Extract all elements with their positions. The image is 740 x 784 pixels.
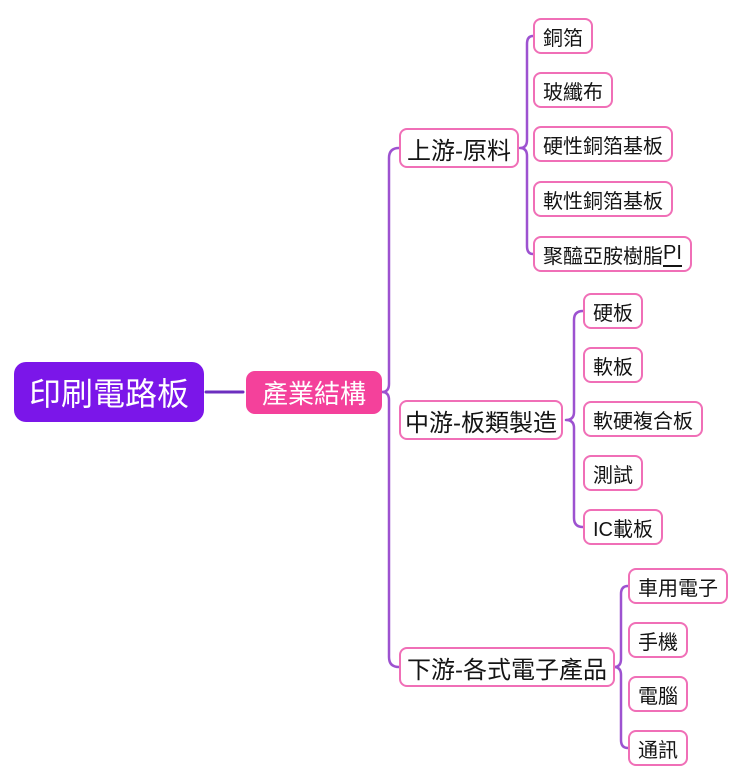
leaf-label: 硬板 xyxy=(593,302,633,325)
leaf-label: IC載板 xyxy=(593,518,653,541)
node-leaf-ic-substrate[interactable]: IC載板 xyxy=(583,509,663,545)
leaf-label: 軟性銅箔基板 xyxy=(543,190,663,213)
node-leaf-flexible-board[interactable]: 軟板 xyxy=(583,347,643,383)
leaf-label: 軟板 xyxy=(593,356,633,379)
leaf-label: 銅箔 xyxy=(543,27,583,50)
leaf-label: 軟硬複合板 xyxy=(593,410,693,433)
node-root-label: 印刷電路板 xyxy=(28,376,189,412)
node-leaf-testing[interactable]: 測試 xyxy=(583,455,643,491)
node-leaf-computer[interactable]: 電腦 xyxy=(628,676,688,712)
node-leaf-copper-foil[interactable]: 銅箔 xyxy=(533,18,593,54)
leaf-label: 測試 xyxy=(593,464,633,487)
node-branch-upstream-label: 上游-原料 xyxy=(407,137,511,165)
leaf-label: 聚醯亞胺樹脂 xyxy=(543,245,663,268)
brace-topic-to-branches xyxy=(380,146,401,669)
node-industry-structure-label: 產業結構 xyxy=(261,379,366,409)
node-leaf-rigid-ccl[interactable]: 硬性銅箔基板 xyxy=(533,126,673,162)
node-branch-downstream-label: 下游-各式電子產品 xyxy=(407,656,607,684)
leaf-label: 手機 xyxy=(638,631,678,654)
node-leaf-rigid-flex-board[interactable]: 軟硬複合板 xyxy=(583,401,703,437)
brace-midstream-children xyxy=(564,309,585,529)
node-branch-downstream[interactable]: 下游-各式電子產品 xyxy=(399,647,615,687)
node-leaf-rigid-board[interactable]: 硬板 xyxy=(583,293,643,329)
node-leaf-flexible-ccl[interactable]: 軟性銅箔基板 xyxy=(533,181,673,217)
node-leaf-mobile-phone[interactable]: 手機 xyxy=(628,622,688,658)
leaf-label: 硬性銅箔基板 xyxy=(543,135,663,158)
node-leaf-communications[interactable]: 通訊 xyxy=(628,730,688,766)
brace-upstream-children xyxy=(518,34,535,256)
node-branch-upstream[interactable]: 上游-原料 xyxy=(399,128,519,168)
leaf-label: 電腦 xyxy=(638,685,678,708)
node-branch-midstream[interactable]: 中游-板類製造 xyxy=(399,400,563,440)
leaf-label: 車用電子 xyxy=(638,577,718,600)
leaf-label: 通訊 xyxy=(638,739,678,762)
leaf-label-underlined-suffix: PI xyxy=(663,242,682,267)
node-root[interactable]: 印刷電路板 xyxy=(14,362,204,422)
node-leaf-automotive-electronics[interactable]: 車用電子 xyxy=(628,568,728,604)
node-branch-midstream-label: 中游-板類製造 xyxy=(405,409,557,437)
node-leaf-fiberglass-cloth[interactable]: 玻纖布 xyxy=(533,72,613,108)
brace-downstream-children xyxy=(612,584,630,750)
leaf-label: 玻纖布 xyxy=(543,81,603,104)
node-industry-structure[interactable]: 產業結構 xyxy=(246,371,382,414)
